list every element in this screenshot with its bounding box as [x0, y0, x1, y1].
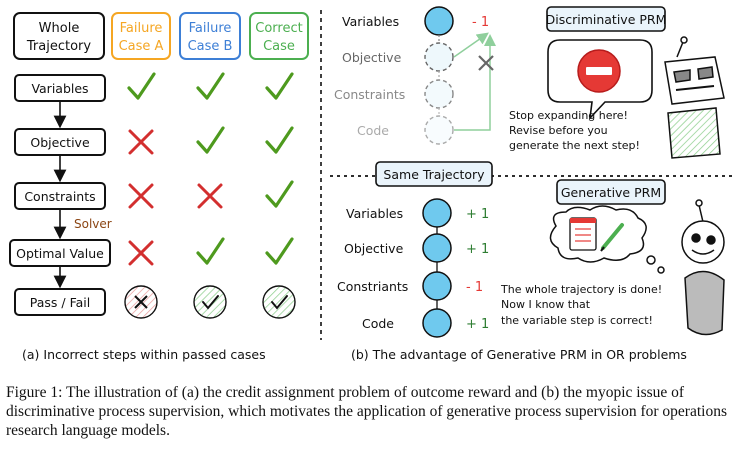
discriminative-prm-title: Discriminative PRM — [546, 12, 667, 27]
bottom-step-label-constraints: Constriants — [337, 279, 408, 294]
discriminative-robot-icon — [664, 36, 725, 159]
header-whole-trajectory — [13, 12, 105, 60]
step-box-variables — [14, 74, 106, 102]
top-node-code — [424, 115, 454, 145]
mark-check-icon — [127, 72, 156, 100]
mark-check-icon — [265, 237, 294, 265]
checklist-icon — [569, 217, 597, 251]
step-box-pass-fail — [14, 288, 106, 316]
generative-robot-icon — [681, 199, 725, 336]
header-fail-a-line1: Failure — [120, 21, 163, 36]
top-node-variables — [424, 6, 454, 36]
mark-check-icon — [196, 237, 225, 265]
mark-cross-icon — [128, 240, 154, 266]
mark-cross-icon — [128, 183, 154, 209]
top-step-label-constraints: Constraints — [334, 87, 405, 102]
bottom-score-constraints: - 1 — [466, 280, 483, 295]
generative-prm-box — [556, 179, 666, 205]
mark-check-icon — [265, 72, 294, 100]
gen-speech-line1: The whole trajectory is done! — [500, 283, 662, 296]
gen-speech-line3: the variable step is correct! — [501, 314, 653, 327]
feedback-arrow — [454, 34, 496, 131]
panel-a: Whole Trajectory Failure Case A Failure … — [9, 12, 309, 362]
header-fail-b-line2: Case B — [188, 39, 233, 54]
mark-cross-icon — [197, 183, 223, 209]
mark-check-icon — [265, 180, 294, 208]
step-label-pass-fail: Pass / Fail — [30, 295, 90, 310]
gen-speech-line2: Now I know that — [501, 298, 591, 311]
marks-grid — [124, 72, 296, 319]
header-fail-b-line1: Failure — [189, 21, 232, 36]
top-score: - 1 — [472, 15, 489, 30]
stop-x-icon — [478, 55, 494, 71]
step-box-objective — [14, 128, 106, 156]
header-correct-line1: Correct — [255, 21, 302, 36]
top-node-constraints — [424, 79, 454, 109]
bottom-node-constraints — [422, 271, 452, 301]
step-box-optimal-value — [9, 239, 111, 267]
panel-a-subcaption: (a) Incorrect steps within passed cases — [22, 347, 266, 362]
panel-b-subcaption: (b) The advantage of Generative PRM in O… — [351, 347, 687, 362]
top-step-label-variables: Variables — [342, 14, 399, 29]
mark-check-icon — [196, 126, 225, 154]
disc-speech-line2: Revise before you — [509, 124, 608, 137]
top-step-label-code: Code — [357, 123, 389, 138]
mark-check-icon — [265, 126, 294, 154]
disc-speech-line1: Stop expanding here! — [509, 109, 628, 122]
header-correct-line2: Case — [263, 39, 295, 54]
bottom-score-variables: + 1 — [466, 207, 489, 222]
mark-cross-icon — [128, 129, 154, 155]
bottom-step-label-code: Code — [362, 316, 394, 331]
step-label-objective: Objective — [30, 135, 90, 150]
feedback-arrow-2 — [453, 32, 489, 58]
solver-label: Solver — [74, 217, 112, 231]
bottom-score-objective: + 1 — [466, 242, 489, 257]
header-fail-a-line2: Case A — [119, 39, 164, 54]
bottom-step-label-variables: Variables — [346, 206, 403, 221]
panel-b: Variables Objective Constraints Code - 1… — [330, 6, 736, 362]
bottom-score-code: + 1 — [466, 317, 489, 332]
pen-icon — [600, 223, 624, 252]
top-node-objective — [424, 42, 454, 72]
bottom-step-label-objective: Objective — [344, 241, 404, 256]
step-label-constraints: Constraints — [24, 189, 95, 204]
mark-fail-icon — [124, 285, 158, 319]
stop-sign-bar — [586, 67, 612, 75]
generative-prm-title: Generative PRM — [561, 185, 661, 200]
mark-pass-icon — [262, 285, 296, 319]
bottom-node-variables — [422, 198, 452, 228]
same-trajectory-box — [375, 161, 493, 187]
step-label-variables: Variables — [31, 81, 88, 96]
header-failure-case-a — [111, 12, 171, 60]
top-step-label-objective: Objective — [342, 50, 402, 65]
discriminative-prm-box — [546, 6, 666, 32]
bottom-node-code — [422, 308, 452, 338]
thought-cloud — [549, 205, 665, 274]
same-trajectory-label: Same Trajectory — [383, 167, 485, 182]
header-whole-line1: Whole — [39, 21, 80, 36]
mark-check-icon — [196, 72, 225, 100]
step-box-constraints — [14, 182, 106, 210]
bottom-node-objective — [422, 233, 452, 263]
figure-caption: Figure 1: The illustration of (a) the cr… — [6, 384, 727, 439]
mark-pass-icon — [193, 285, 227, 319]
disc-speech-line3: generate the next step! — [509, 139, 640, 152]
header-whole-line2: Trajectory — [26, 39, 91, 54]
header-correct-case — [249, 12, 309, 60]
header-failure-case-b — [179, 12, 241, 60]
step-label-optimal-value: Optimal Value — [16, 246, 104, 261]
figure-diagram: Whole Trajectory Failure Case A Failure … — [9, 6, 736, 362]
